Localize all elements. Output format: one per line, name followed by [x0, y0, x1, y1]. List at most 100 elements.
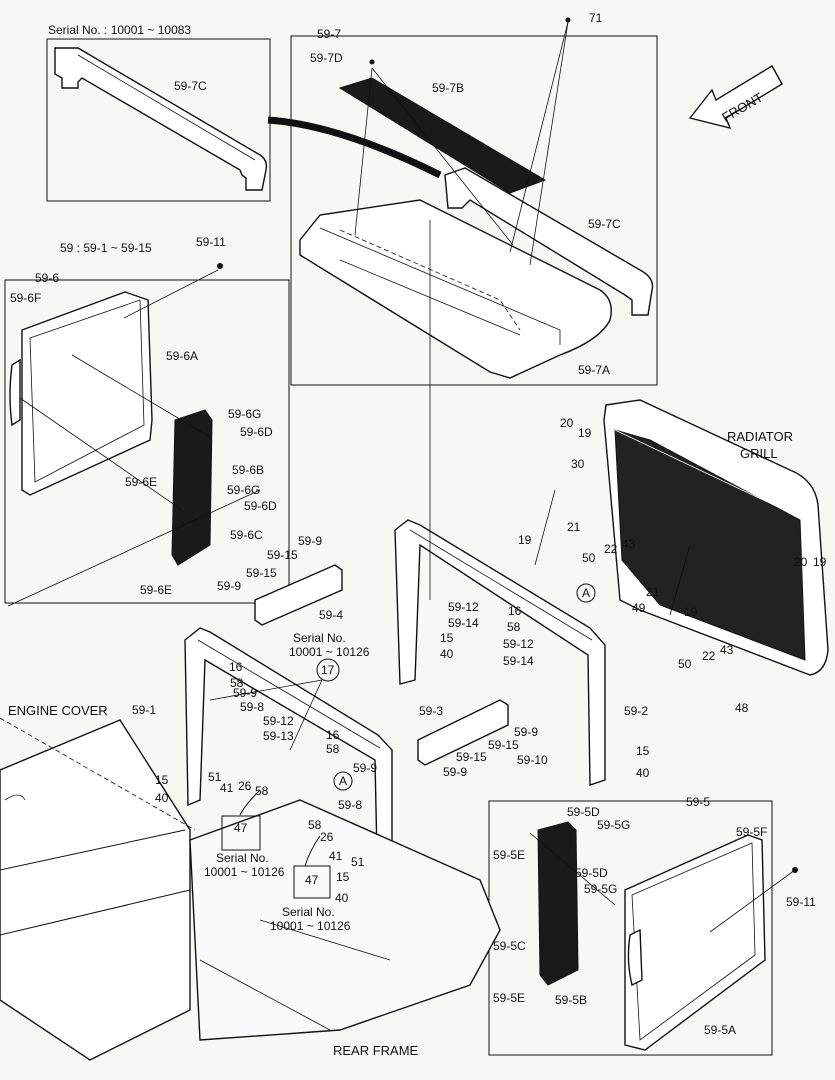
- label-49: 49: [632, 601, 646, 615]
- serial-note-a2: 10001 ~ 10126: [289, 645, 370, 659]
- radiator-grill-title-2: GRILL: [740, 446, 778, 461]
- left-filter-screen-59-6B: [171, 409, 213, 566]
- label-59-6f: 59-6F: [10, 291, 41, 305]
- left-door-handle: [9, 358, 21, 427]
- serial-note-b1: Serial No.: [216, 851, 269, 865]
- label-58-c: 58: [326, 742, 340, 756]
- label-21-a: 21: [567, 520, 581, 534]
- label-40-a: 40: [440, 647, 454, 661]
- radiator-grill-title: RADIATOR: [727, 429, 793, 444]
- label-40-c: 40: [155, 791, 169, 805]
- group-box-59-6: [4, 279, 290, 604]
- label-59-5a: 59-5A: [704, 1023, 736, 1037]
- label-59-8-a: 59-8: [240, 700, 264, 714]
- engine-cover: [0, 719, 191, 1061]
- bracket-59-4: [254, 564, 343, 626]
- label-59-6d-1: 59-6D: [240, 425, 273, 439]
- serial-note-c1: Serial No.: [282, 905, 335, 919]
- frame-59-2: [394, 519, 606, 786]
- label-22-a: 22: [604, 542, 618, 556]
- label-59-12-a: 59-12: [448, 600, 479, 614]
- label-20-a: 20: [560, 416, 574, 430]
- label-59-7c: 59-7C: [588, 217, 621, 231]
- label-59-6a: 59-6A: [166, 349, 198, 363]
- label-59-2: 59-2: [624, 704, 648, 718]
- label-59-4: 59-4: [319, 608, 343, 622]
- rear-frame-body: [189, 799, 501, 1041]
- callout-47b: 47: [305, 873, 319, 887]
- engine-cover-title: ENGINE COVER: [8, 703, 108, 718]
- label-19-c: 19: [684, 605, 698, 619]
- label-59-6e-2: 59-6E: [140, 583, 172, 597]
- label-58-a: 58: [507, 620, 521, 634]
- label-59-9-d: 59-9: [514, 725, 538, 739]
- callout-circle-17: [316, 658, 340, 682]
- inset-pointer: [267, 116, 442, 179]
- label-43-a: 43: [622, 537, 636, 551]
- label-58-d: 58: [255, 784, 269, 798]
- label-59-7a: 59-7A: [578, 363, 610, 377]
- label-26-a: 26: [238, 779, 252, 793]
- label-59-5: 59-5: [686, 795, 710, 809]
- label-59-11-top: 59-11: [196, 235, 226, 249]
- label-59-5g-1: 59-5G: [597, 818, 630, 832]
- serial-note-a1: Serial No.: [293, 631, 346, 645]
- label-59-6: 59-6: [35, 271, 59, 285]
- label-59-15-b: 59-15: [246, 566, 277, 580]
- label-59-1: 59-1: [132, 703, 156, 717]
- callout-box-47a: [221, 815, 261, 851]
- ref-circle-a1: [333, 771, 353, 791]
- radiator-grill-mesh: [614, 429, 806, 661]
- callout-47a: 47: [234, 821, 248, 835]
- label-15-c: 15: [155, 773, 169, 787]
- label-71: 71: [589, 11, 603, 25]
- serial-note-b2: 10001 ~ 10126: [204, 865, 285, 879]
- label-59-9-c: 59-9: [233, 686, 257, 700]
- label-20-b: 20: [794, 555, 808, 569]
- handle-rail-59-7C: [444, 167, 654, 316]
- label-59-6b: 59-6B: [232, 463, 264, 477]
- label-21-b: 21: [646, 585, 660, 599]
- label-59-13: 59-13: [263, 729, 294, 743]
- label-59-14-b: 59-14: [503, 654, 534, 668]
- label-59-7c-inset: 59-7C: [174, 79, 207, 93]
- callout-17: 17: [321, 663, 335, 677]
- ref-circle-a2: [576, 583, 596, 603]
- label-59-6c: 59-6C: [230, 528, 263, 542]
- bracket-59-3: [417, 699, 509, 766]
- top-cover-mat-59-7B: [338, 77, 547, 194]
- label-19-d: 19: [813, 555, 827, 569]
- label-22-b: 22: [702, 649, 716, 663]
- label-19-b: 19: [518, 533, 532, 547]
- label-40-d: 40: [335, 891, 349, 905]
- handle-rail-inset: [54, 47, 268, 191]
- label-59-15-d: 59-15: [456, 750, 487, 764]
- right-door-panel-59-5A: [624, 834, 766, 1051]
- label-50-b: 50: [678, 657, 692, 671]
- label-59-3: 59-3: [419, 704, 443, 718]
- label-59-5f: 59-5F: [736, 825, 767, 839]
- label-59-7d: 59-7D: [310, 51, 343, 65]
- label-43-b: 43: [720, 643, 734, 657]
- label-48: 48: [735, 701, 749, 715]
- label-59-7b: 59-7B: [432, 81, 464, 95]
- label-59-15-c: 59-15: [488, 738, 519, 752]
- label-59-6e-1: 59-6E: [125, 475, 157, 489]
- label-59-6d-2: 59-6D: [244, 499, 277, 513]
- label-58-b: 58: [230, 676, 244, 690]
- ref-a2: A: [582, 586, 590, 600]
- label-59-9-e: 59-9: [443, 765, 467, 779]
- serial-top: Serial No. : 10001 ~ 10083: [48, 23, 191, 37]
- label-58-e: 58: [308, 818, 322, 832]
- label-51-b: 51: [351, 855, 365, 869]
- label-59-8-b: 59-8: [338, 798, 362, 812]
- group-note: 59 : 59-1 ~ 59-15: [60, 241, 152, 255]
- label-41-a: 41: [220, 781, 234, 795]
- label-59-5e-1: 59-5E: [493, 848, 525, 862]
- left-door-panel-59-6A: [21, 291, 153, 496]
- label-59-5d-1: 59-5D: [567, 805, 600, 819]
- label-59-6g-2: 59-6G: [227, 483, 260, 497]
- label-51-a: 51: [208, 770, 222, 784]
- label-59-9-a: 59-9: [298, 534, 322, 548]
- right-filter-screen-59-5B: [537, 821, 579, 986]
